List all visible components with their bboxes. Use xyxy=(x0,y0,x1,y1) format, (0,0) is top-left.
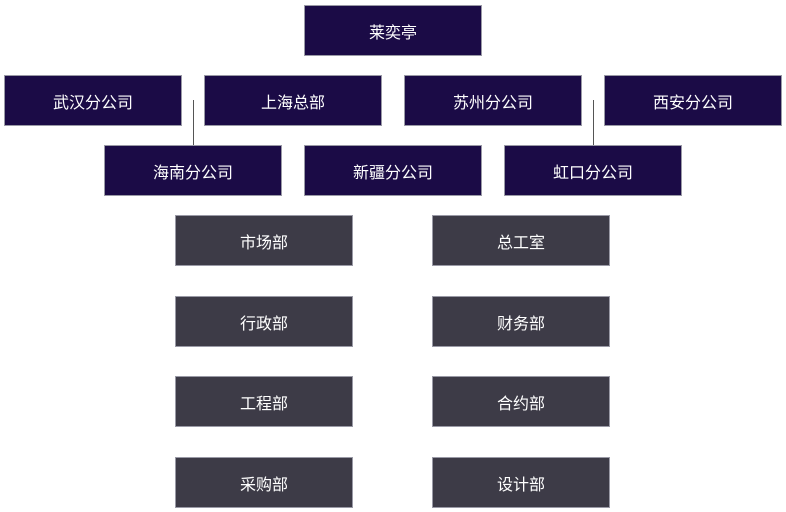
branch-node-xinjiang: 新疆分公司 xyxy=(304,145,482,196)
branch-node-xian: 西安分公司 xyxy=(604,75,782,126)
root-node: 莱奕亭 xyxy=(304,5,482,56)
department-node-marketing: 市场部 xyxy=(175,215,353,266)
department-node-contracts: 合约部 xyxy=(432,376,610,427)
department-node-chief-engineer: 总工室 xyxy=(432,215,610,266)
connector-line xyxy=(193,100,194,145)
branch-node-suzhou: 苏州分公司 xyxy=(404,75,582,126)
department-node-finance: 财务部 xyxy=(432,296,610,347)
branch-node-hainan: 海南分公司 xyxy=(104,145,282,196)
department-node-engineering: 工程部 xyxy=(175,376,353,427)
branch-node-hongkou: 虹口分公司 xyxy=(504,145,682,196)
connector-line xyxy=(593,100,594,145)
department-node-administration: 行政部 xyxy=(175,296,353,347)
department-node-design: 设计部 xyxy=(432,457,610,508)
branch-node-shanghai-hq: 上海总部 xyxy=(204,75,382,126)
department-node-procurement: 采购部 xyxy=(175,457,353,508)
branch-node-wuhan: 武汉分公司 xyxy=(4,75,182,126)
